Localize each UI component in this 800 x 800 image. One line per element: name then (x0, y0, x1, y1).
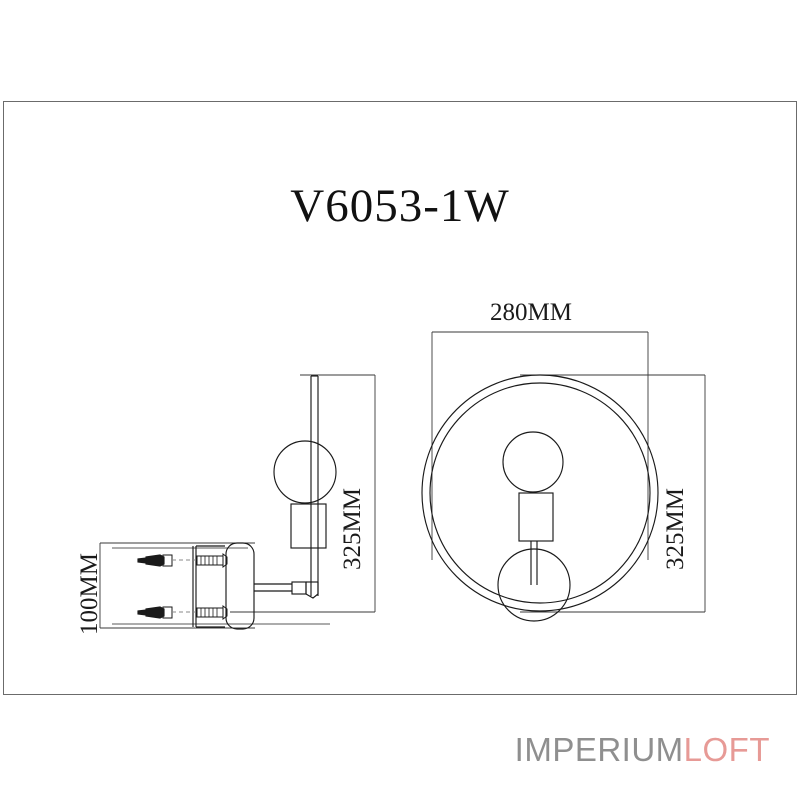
screw-lower (196, 605, 228, 620)
wall-mount-sphere (497, 548, 571, 622)
wall-plate (225, 542, 255, 630)
wall-reference-lines (112, 547, 330, 625)
brand-name-secondary: LOFT (683, 731, 770, 768)
dimension-280mm (431, 331, 649, 560)
side-elevation-view (99, 374, 376, 630)
dimension-label-100mm: 100MM (76, 553, 103, 635)
bulb-glass-side (273, 440, 337, 504)
bulb-glass-front (502, 431, 564, 493)
front-elevation-view (421, 331, 706, 622)
drawing-border-frame (3, 101, 797, 695)
arm-riser (305, 581, 319, 599)
bulb-socket-front (518, 492, 554, 542)
bulb-socket-side (290, 503, 327, 549)
ring-edge-view (310, 375, 319, 596)
arm-horizontal (254, 583, 292, 592)
dimension-100mm (99, 542, 255, 629)
dimension-label-325mm-right: 325MM (662, 488, 689, 570)
anchor-lower (137, 606, 173, 619)
screw-upper (196, 553, 228, 568)
inner-ring (429, 382, 651, 604)
arm-elbow (291, 581, 307, 595)
outer-ring (421, 374, 659, 612)
dimension-label-280mm: 280MM (490, 299, 572, 326)
brand-name-primary: IMPERIUM (514, 731, 684, 768)
page-title: V6053-1W (290, 180, 510, 232)
anchor-upper (137, 554, 173, 567)
brand-logo: IMPERIUMLOFT (0, 733, 800, 766)
dimension-label-325mm-left: 325MM (339, 488, 366, 570)
